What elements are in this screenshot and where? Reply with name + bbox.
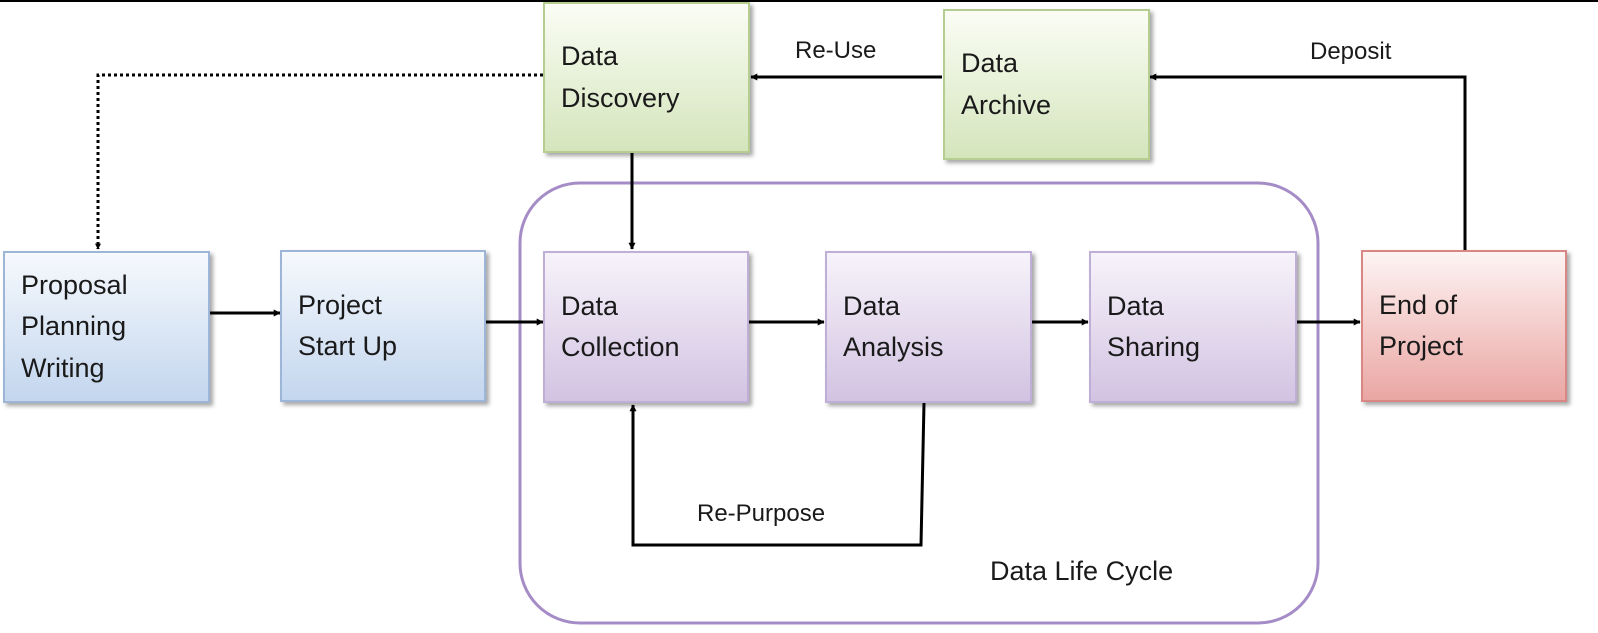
data-analysis-box: Data Analysis [825,251,1032,403]
arrow-end-to-archive [1149,73,1467,250]
end-line-1: End of [1379,289,1458,320]
archive-line-1: Data [961,48,1019,79]
sharing-line-2: Sharing [1107,332,1201,362]
discovery-line-1: Data [561,41,619,72]
analysis-line-2: Analysis [843,332,944,362]
data-life-cycle-label: Data Life Cycle [990,556,1174,586]
archive-line-2: Archive [961,89,1052,120]
top-border-line [0,0,1598,2]
discovery-line-2: Discovery [561,82,680,113]
arrow-repurpose-loop [629,402,926,547]
analysis-line-1: Data [843,290,901,321]
start-up-line-2: Start Up [298,331,398,361]
repurpose-label: Re-Purpose [697,500,826,527]
collection-line-2: Collection [561,332,680,362]
sharing-line-1: Data [1107,290,1165,321]
end-of-project-box: End of Project [1361,250,1567,402]
data-sharing-box: Data Sharing [1089,251,1297,403]
proposal-planning-writing-box: Proposal Planning Writing [3,251,210,403]
collection-line-1: Data [561,290,619,321]
data-collection-box: Data Collection [543,251,749,403]
proposal-line-2: Planning [21,311,127,342]
deposit-label: Deposit [1310,38,1392,65]
arrow-discovery-to-proposal-dotted [95,73,543,250]
start-up-line-1: Project [298,289,383,320]
proposal-line-3: Writing [21,352,105,383]
end-line-2: Project [1379,331,1464,361]
data-archive-box: Data Archive [943,9,1150,160]
proposal-line-1: Proposal [21,270,128,301]
data-life-cycle-boundary [518,181,1320,625]
project-start-up-box: Project Start Up [280,250,486,402]
data-discovery-box: Data Discovery [543,2,750,153]
reuse-label: Re-Use [795,37,877,64]
